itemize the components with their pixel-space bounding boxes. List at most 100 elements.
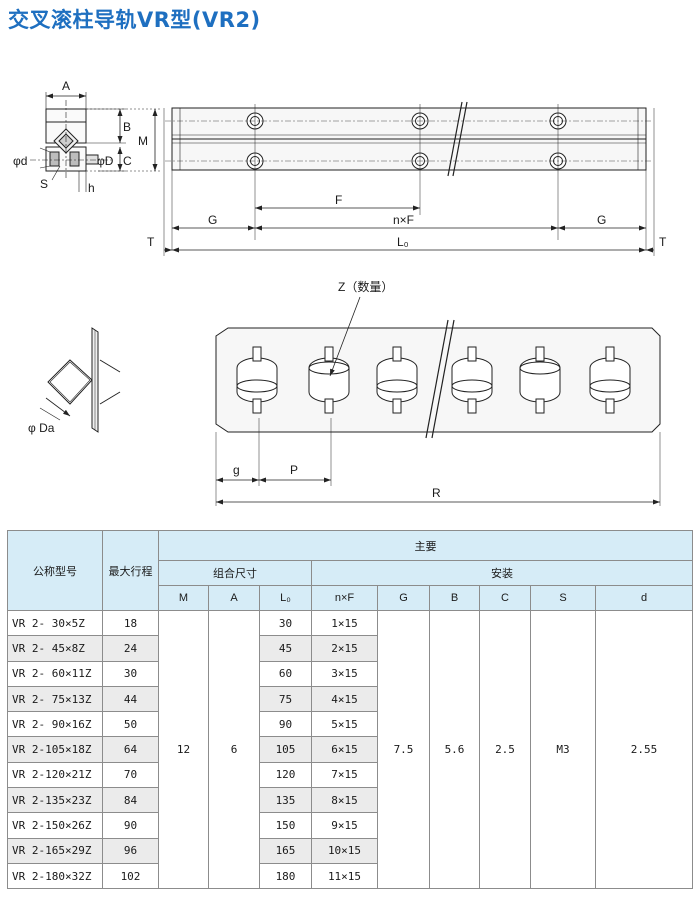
cell-model: VR 2- 45×8Z — [7, 635, 103, 662]
cell-l0: 135 — [259, 787, 312, 814]
dim-label-nf: n×F — [393, 213, 414, 227]
dim-label-h: h — [88, 181, 95, 195]
dim-label-s: S — [40, 177, 48, 191]
dim-label-f: F — [335, 193, 342, 207]
rail-plan-view — [163, 101, 655, 256]
col-header-b: B — [429, 585, 480, 611]
dim-label-phi-big-d: φD — [97, 154, 114, 168]
cell-max-stroke: 90 — [102, 812, 159, 839]
cell-l0: 180 — [259, 862, 312, 890]
header-installation: 安装 — [310, 560, 694, 586]
cell-l0: 120 — [259, 761, 312, 789]
cell-max-stroke: 102 — [102, 862, 159, 890]
cell-model: VR 2-150×26Z — [7, 812, 103, 839]
spec-table: 公称型号 最大行程 主要 组合尺寸 安装 M A L₀ n×F G B C S … — [7, 530, 694, 890]
cell-max-stroke: 96 — [102, 837, 159, 864]
cell-nf: 1×15 — [311, 609, 378, 637]
dim-label-t-left: T — [147, 235, 155, 249]
cell-nf: 4×15 — [311, 685, 378, 713]
header-combined-dims: 组合尺寸 — [158, 560, 312, 586]
cell-max-stroke: 44 — [102, 685, 159, 713]
cell-max-stroke: 64 — [102, 736, 159, 763]
col-header-g: G — [377, 585, 430, 611]
cell-l0: 90 — [259, 711, 312, 738]
dim-label-b: B — [123, 120, 131, 134]
dim-label-m: M — [138, 134, 148, 148]
col-header-m: M — [158, 585, 209, 611]
cell-max-stroke: 24 — [102, 635, 159, 662]
cell-max-stroke: 30 — [102, 660, 159, 687]
cell-max-stroke: 50 — [102, 711, 159, 738]
dim-label-c: C — [123, 154, 132, 168]
page-title: 交叉滚柱导轨VR型(VR2) — [8, 8, 261, 32]
cell-l0: 165 — [259, 837, 312, 864]
col-header-l0: L₀ — [259, 585, 312, 611]
cell-l0: 30 — [259, 609, 312, 637]
cell-nf: 6×15 — [311, 736, 378, 763]
dim-label-g-left: G — [208, 213, 217, 227]
header-main: 主要 — [157, 530, 694, 561]
cell-l0: 105 — [259, 736, 312, 763]
cell-max-stroke: 84 — [102, 787, 159, 814]
cell-model: VR 2-180×32Z — [7, 862, 103, 890]
dim-label-z: Z（数量） — [338, 279, 393, 294]
merged-s: M3 — [530, 609, 596, 890]
cell-nf: 8×15 — [311, 787, 378, 814]
cell-l0: 150 — [259, 812, 312, 839]
header-max-stroke: 最大行程 — [102, 530, 159, 611]
roller-cage-view — [215, 296, 661, 506]
cell-l0: 45 — [259, 635, 312, 662]
cell-nf: 3×15 — [311, 660, 378, 687]
col-header-a: A — [208, 585, 260, 611]
merged-a: 6 — [208, 609, 260, 890]
cell-nf: 2×15 — [311, 635, 378, 662]
dim-label-t-right: T — [659, 235, 667, 249]
cell-model: VR 2- 75×13Z — [7, 685, 103, 713]
merged-b: 5.6 — [429, 609, 480, 890]
cell-model: VR 2-105×18Z — [7, 736, 103, 763]
cell-max-stroke: 18 — [102, 609, 159, 637]
cell-nf: 9×15 — [311, 812, 378, 839]
dim-label-l0: L₀ — [397, 235, 409, 249]
cell-model: VR 2-135×23Z — [7, 787, 103, 814]
cell-model: VR 2- 30×5Z — [7, 609, 103, 637]
merged-m: 12 — [158, 609, 209, 890]
cell-nf: 10×15 — [311, 837, 378, 864]
col-header-nf: n×F — [311, 585, 378, 611]
header-model: 公称型号 — [7, 530, 103, 611]
col-header-d: d — [594, 585, 694, 611]
cell-nf: 5×15 — [311, 711, 378, 738]
cell-model: VR 2-165×29Z — [7, 837, 103, 864]
rail-cross-section — [30, 92, 160, 192]
col-header-c: C — [479, 585, 531, 611]
col-header-s: S — [530, 585, 596, 611]
merged-d: 2.55 — [594, 609, 694, 890]
cell-l0: 60 — [259, 660, 312, 687]
cell-model: VR 2-120×21Z — [7, 761, 103, 789]
dim-label-phi-d: φd — [13, 154, 27, 168]
roller-detail — [39, 327, 121, 433]
cell-nf: 11×15 — [311, 862, 378, 890]
dim-label-p: P — [290, 463, 298, 477]
cell-nf: 7×15 — [311, 761, 378, 789]
cell-l0: 75 — [259, 685, 312, 713]
dim-label-r: R — [432, 486, 441, 500]
dim-label-g-right: G — [597, 213, 606, 227]
cell-model: VR 2- 90×16Z — [7, 711, 103, 738]
technical-drawing: A B C M φd φD S h — [13, 79, 667, 506]
merged-c: 2.5 — [479, 609, 531, 890]
dim-label-a: A — [62, 79, 70, 93]
dim-label-g-small: g — [233, 463, 240, 477]
dim-label-phi-da: φ Da — [28, 421, 55, 435]
cell-max-stroke: 70 — [102, 761, 159, 789]
